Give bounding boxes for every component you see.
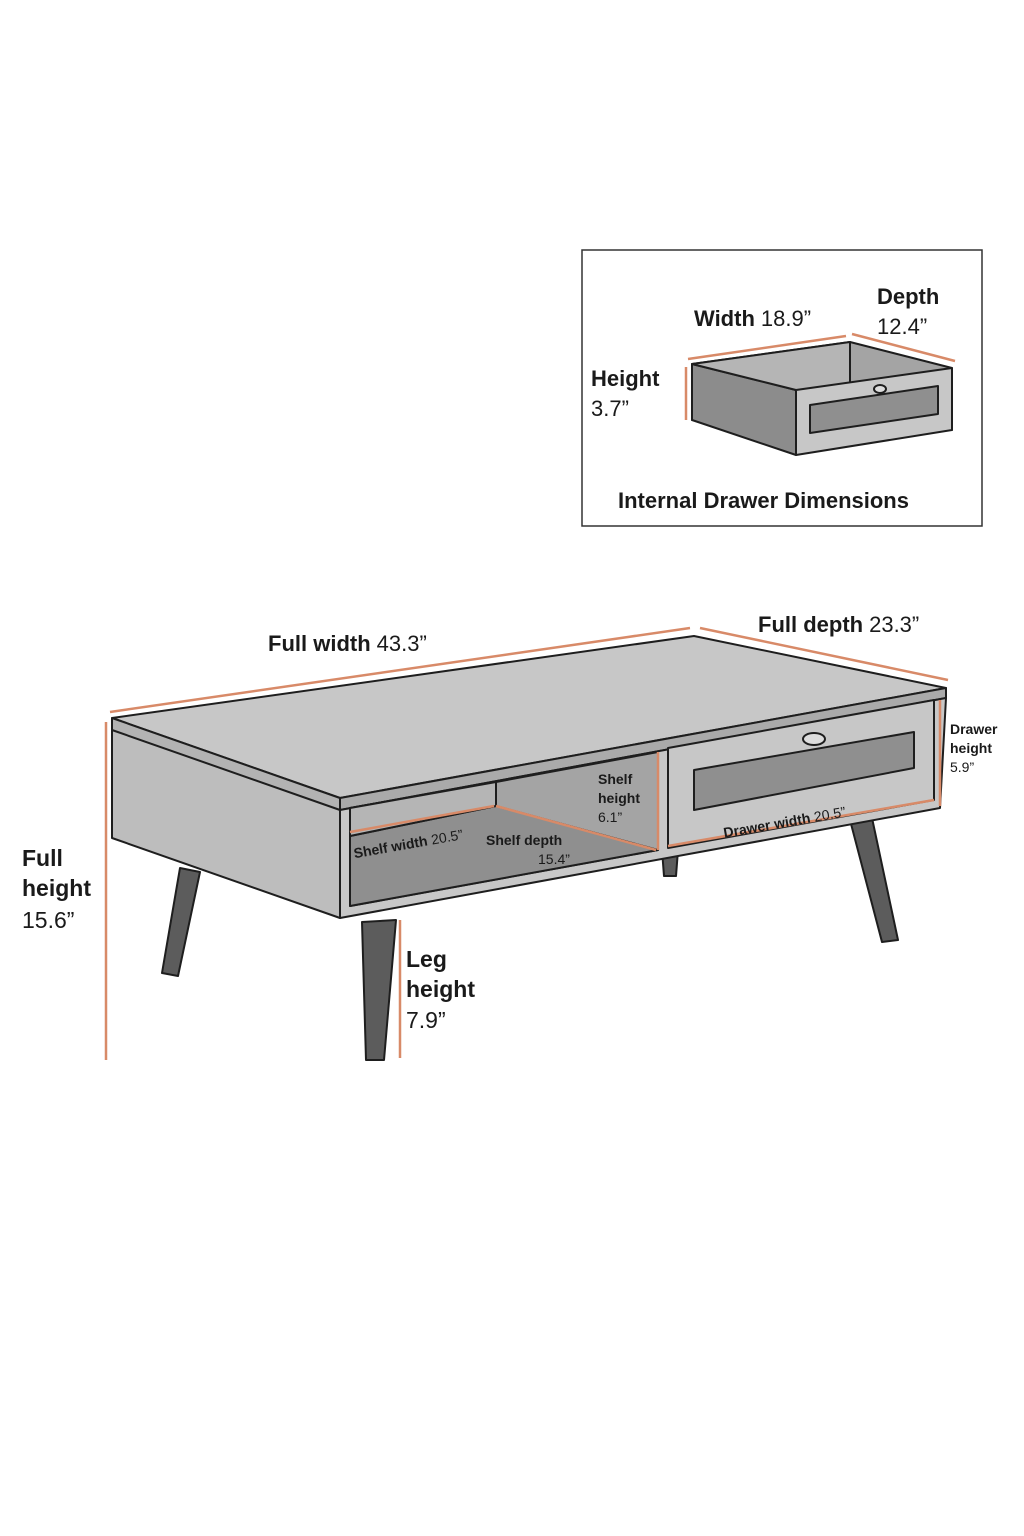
full-width-label: Full width [268, 631, 371, 656]
inset-title: Internal Drawer Dimensions [618, 488, 909, 513]
dimension-lines [104, 626, 949, 1060]
shelf-height-label-1: Shelf [598, 771, 633, 787]
inset-drawer-illustration [691, 341, 953, 456]
inset-dimension-lines [684, 332, 956, 420]
leg-front-left [361, 919, 397, 1061]
full-height-label-2: height [22, 875, 91, 901]
shelf-height-label-2: height [598, 790, 640, 806]
inset-height-label: Height [591, 366, 660, 391]
full-width-line [109, 626, 691, 714]
full-height-value: 15.6” [22, 907, 74, 933]
shelf-depth-value: 15.4” [538, 851, 570, 867]
inset-depth-label: Depth [877, 284, 939, 309]
leg-height-value: 7.9” [406, 1007, 446, 1033]
drawer-height-value: 5.9” [950, 759, 974, 775]
shelf-width-value: 20.5” [430, 826, 465, 847]
inset-width-line [687, 334, 847, 361]
coffee-table-illustration [111, 635, 947, 1061]
drawer-knob-main [802, 732, 826, 746]
full-depth-label: Full depth [758, 612, 863, 637]
leg-back-left [161, 867, 201, 977]
shelf-depth-label: Shelf depth [486, 832, 562, 848]
full-width-value: 43.3” [377, 631, 427, 656]
inset-depth-line [851, 332, 956, 363]
full-depth-value: 23.3” [869, 612, 919, 637]
inset-width-label: Width [694, 306, 755, 331]
leg-front-right [849, 817, 899, 943]
drawer-window-main [693, 731, 915, 811]
shelf-depth-line [495, 804, 657, 852]
drawer-knob [873, 384, 887, 394]
leg-height-label-2: height [406, 976, 475, 1002]
shelf-width-line [349, 804, 495, 834]
drawer-height-label-2: height [950, 740, 992, 756]
leg-height-label-1: Leg [406, 946, 447, 972]
full-height-label-1: Full [22, 845, 63, 871]
drawer-width-value: 20.5” [813, 803, 848, 824]
full-depth-line [699, 626, 949, 682]
inset-height-value: 3.7” [591, 396, 629, 421]
drawer-window [809, 385, 939, 434]
inset-depth-value: 12.4” [877, 314, 927, 339]
shelf-height-value: 6.1” [598, 809, 622, 825]
drawer-height-label-1: Drawer [950, 721, 998, 737]
inset-width-value: 18.9” [761, 306, 811, 331]
drawer-width-line [667, 798, 935, 848]
